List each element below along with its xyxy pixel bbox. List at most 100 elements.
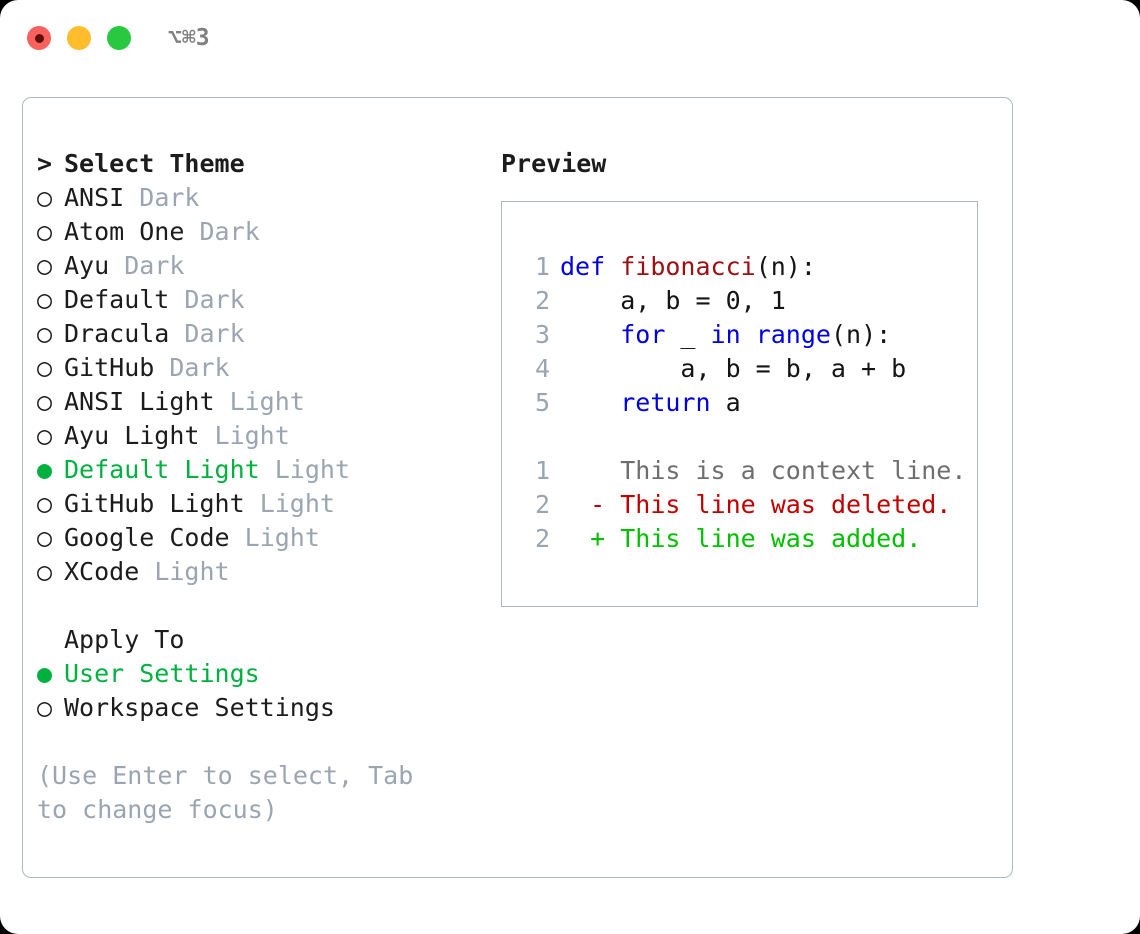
theme-list-item[interactable]: ○XCode Light <box>37 555 487 589</box>
apply-to-item[interactable]: ● User Settings <box>37 657 487 691</box>
code-token: in <box>710 320 741 349</box>
theme-name-label: ANSI Light <box>64 387 215 416</box>
prompt-caret-icon: > <box>37 149 53 178</box>
theme-list-item[interactable]: ○ Google Code Light <box>37 521 487 555</box>
theme-variant-badge: Light <box>244 523 320 552</box>
theme-label-spacer <box>139 557 154 586</box>
theme-list-item[interactable]: ○Ayu Light Light <box>37 419 487 453</box>
theme-label-spacer <box>245 489 260 518</box>
radio-unselected-icon: ○ <box>37 183 53 212</box>
theme-name-label: XCode <box>64 557 140 586</box>
theme-label-spacer <box>169 319 184 348</box>
theme-picker-column: >Select Theme ○ANSI Dark○Atom One Dark○A… <box>37 147 487 827</box>
code-token: return <box>620 388 711 417</box>
line-number: 3 <box>534 320 550 349</box>
radio-unselected-icon: ○ <box>37 251 53 280</box>
diff-text: This line was added. <box>620 524 922 553</box>
apply-to-header: Apply To <box>37 623 487 657</box>
diff-sign-gap <box>605 490 620 519</box>
diff-line-number: 2 <box>534 490 550 519</box>
theme-list-item[interactable]: ○Default Dark <box>37 283 487 317</box>
theme-list-item[interactable]: ○ GitHub Dark <box>37 351 487 385</box>
diff-indent <box>560 490 590 519</box>
diff-sign-gap <box>605 456 620 485</box>
theme-variant-badge: Dark <box>199 217 260 246</box>
preview-title: Preview <box>501 149 607 178</box>
maximize-button[interactable] <box>107 26 131 50</box>
theme-list-item[interactable]: ● Default Light Light <box>37 453 487 487</box>
theme-list-item[interactable]: ○ Atom One Dark <box>37 215 487 249</box>
theme-name-label: GitHub <box>64 353 155 382</box>
theme-label-spacer <box>184 217 199 246</box>
theme-label-spacer <box>215 387 230 416</box>
code-line: 3 for _ in range(n): <box>518 318 973 352</box>
apply-to-item[interactable]: ○Workspace Settings <box>37 691 487 725</box>
theme-variant-badge: Light <box>229 387 305 416</box>
code-token: for <box>620 320 666 349</box>
close-button[interactable] <box>27 26 51 50</box>
radio-selected-icon: ● <box>37 659 53 688</box>
theme-variant-badge: Light <box>274 455 350 484</box>
theme-label-spacer <box>154 353 169 382</box>
theme-label-spacer <box>199 421 214 450</box>
theme-list-item[interactable]: ○ GitHub Light Light <box>37 487 487 521</box>
diff-sign: - <box>590 490 606 519</box>
theme-name-label: Ayu <box>64 251 110 280</box>
diff-line: 1 This is a context line. <box>518 454 973 488</box>
theme-variant-badge: Dark <box>169 353 230 382</box>
diff-line-number: 2 <box>534 524 550 553</box>
apply-to-label: User Settings <box>64 659 260 688</box>
radio-unselected-icon: ○ <box>37 319 53 348</box>
theme-list-item[interactable]: ○ ANSI Light Light <box>37 385 487 419</box>
theme-list-header-label: Select Theme <box>64 149 245 178</box>
radio-unselected-icon: ○ <box>37 523 53 552</box>
theme-variant-badge: Dark <box>184 319 245 348</box>
apply-to-label: Workspace Settings <box>64 693 335 722</box>
line-number: 4 <box>534 354 550 383</box>
theme-variant-badge: Light <box>214 421 290 450</box>
theme-name-label: GitHub Light <box>64 489 245 518</box>
preview-box: 1 def fibonacci (n): 2 a, b = 0, 1 3 for _ i… <box>501 201 978 607</box>
radio-unselected-icon: ○ <box>37 353 53 382</box>
minimize-button[interactable] <box>67 26 91 50</box>
diff-text: This line was deleted. <box>620 490 952 519</box>
theme-name-label: Atom One <box>64 217 185 246</box>
code-token: (n): <box>830 320 892 349</box>
code-token: a, b = b, a + b <box>680 354 907 383</box>
code-line: 5 return a <box>518 386 973 420</box>
theme-list-item[interactable]: ○ Ayu Dark <box>37 249 487 283</box>
theme-variant-badge: Light <box>259 489 335 518</box>
title-bar: ⌥⌘3 <box>0 0 1140 78</box>
main-panel: >Select Theme ○ANSI Dark○Atom One Dark○A… <box>22 97 1013 878</box>
theme-label-spacer <box>260 455 275 484</box>
diff-indent <box>560 456 590 485</box>
diff-line: 2 - This line was deleted. <box>518 488 973 522</box>
code-token: range <box>755 320 831 349</box>
theme-list-item[interactable]: ○Dracula Dark <box>37 317 487 351</box>
code-indent <box>560 388 620 417</box>
theme-name-label: Default Light <box>64 455 260 484</box>
radio-selected-icon: ● <box>37 455 53 484</box>
theme-variant-badge: Dark <box>124 251 185 280</box>
diff-text: This is a context line. <box>620 456 967 485</box>
code-token: def <box>560 252 606 281</box>
radio-unselected-icon: ○ <box>37 387 53 416</box>
code-token <box>605 252 620 281</box>
theme-list-item[interactable]: ○ANSI Dark <box>37 181 487 215</box>
theme-list: ○ANSI Dark○Atom One Dark○Ayu Dark○Defaul… <box>37 181 487 589</box>
code-token: fibonacci <box>620 252 756 281</box>
theme-name-label: Google Code <box>64 523 230 552</box>
theme-name-label: ANSI <box>64 183 125 212</box>
radio-unselected-icon: ○ <box>37 557 53 586</box>
line-number: 1 <box>534 252 550 281</box>
radio-unselected-icon: ○ <box>37 489 53 518</box>
diff-line-number: 1 <box>534 456 550 485</box>
radio-unselected-icon: ○ <box>37 217 53 246</box>
diff-indent <box>560 524 590 553</box>
code-token: a, b = 0, 1 <box>620 286 786 315</box>
line-number: 5 <box>534 388 550 417</box>
theme-name-label: Default <box>64 285 170 314</box>
